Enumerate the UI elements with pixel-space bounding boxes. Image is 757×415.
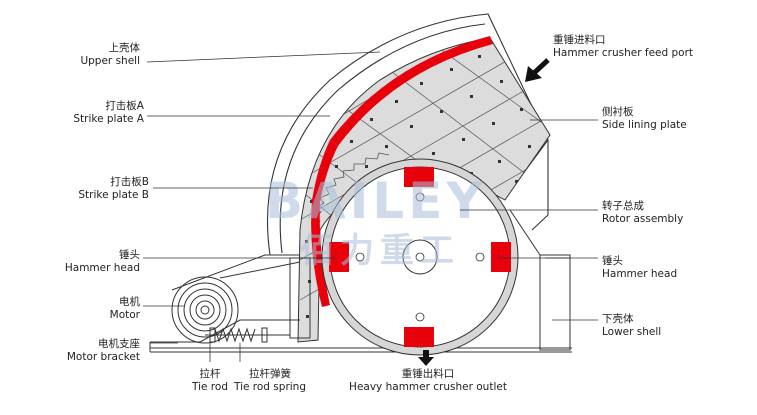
label-zh: 电机支座 [98,338,140,350]
label-zh: 锤头 [119,249,140,261]
label-en: Strike plate B [78,189,149,201]
label-en: Lower shell [602,326,662,338]
watermark-latin: BAILEY [265,172,487,230]
label-zh: 打击板B [110,176,149,188]
label-upper-shell: 上壳体 Upper shell [80,42,140,68]
label-zh: 上壳体 [108,42,141,54]
label-en: Motor [109,309,140,321]
label-strike-plate-a: 打击板A Strike plate A [73,100,144,126]
label-zh: 锤头 [602,255,623,267]
leader-lines [143,51,598,362]
label-en: Hammer crusher feed port [553,47,694,59]
label-en: Heavy hammer crusher outlet [349,381,507,393]
upper-shell [267,13,549,256]
label-motor: 电机 Motor [110,296,140,322]
label-zh: 重锤出料口 [401,368,455,380]
label-en: Strike plate A [73,113,144,125]
watermark-cjk: 佰力重工 [300,231,460,271]
label-en: Hammer head [64,262,140,274]
hammer-heads [329,167,511,347]
label-hammer-head-right: 锤头 Hammer head [602,255,677,281]
strike-plate-a [330,36,493,146]
label-zh: 重锤进料口 [553,34,606,46]
label-zh: 侧衬板 [602,106,634,118]
feed-arrow-icon [525,58,550,82]
label-en: Hammer head [602,268,678,280]
label-zh: 电机 [119,296,140,308]
tie-rod-spring [205,327,290,343]
label-zh: 拉杆 [199,368,221,380]
motor-bracket [149,319,300,352]
label-motor-bracket: 电机支座 Motor bracket [67,338,140,364]
label-side-lining: 侧衬板 Side lining plate [602,106,687,132]
label-outlet: 重锤出料口 Heavy hammer crusher outlet [346,368,510,394]
label-zh: 转子总成 [602,200,644,212]
label-zh: 打击板A [105,100,144,112]
label-en: Upper shell [80,55,140,67]
label-rotor-assembly: 转子总成 Rotor assembly [602,200,683,226]
label-en: Side lining plate [602,119,687,131]
label-en: Tie rod [192,381,228,393]
rotor-assembly [321,158,519,356]
label-en: Rotor assembly [602,213,684,225]
label-en: Motor bracket [66,351,140,363]
label-feed-port: 重锤进料口 Hammer crusher feed port [553,34,693,60]
label-tie-rod: 拉杆 Tie rod [188,368,232,394]
motor-assembly [171,254,311,344]
label-hammer-head-left: 锤头 Hammer head [65,249,140,275]
label-zh: 拉杆弹簧 [249,368,291,380]
outlet-arrow-icon [418,350,434,366]
label-strike-plate-b: 打击板B Strike plate B [78,176,149,202]
label-en: Tie rod spring [233,381,306,393]
label-tie-rod-spring: 拉杆弹簧 Tie rod spring [222,368,318,394]
lower-shell [509,209,571,351]
base-frame [150,347,572,353]
watermark: BAILEY 佰力重工 [265,172,487,271]
label-zh: 下壳体 [602,313,634,325]
label-lower-shell: 下壳体 Lower shell [602,313,661,339]
strike-plate-b [311,140,338,307]
